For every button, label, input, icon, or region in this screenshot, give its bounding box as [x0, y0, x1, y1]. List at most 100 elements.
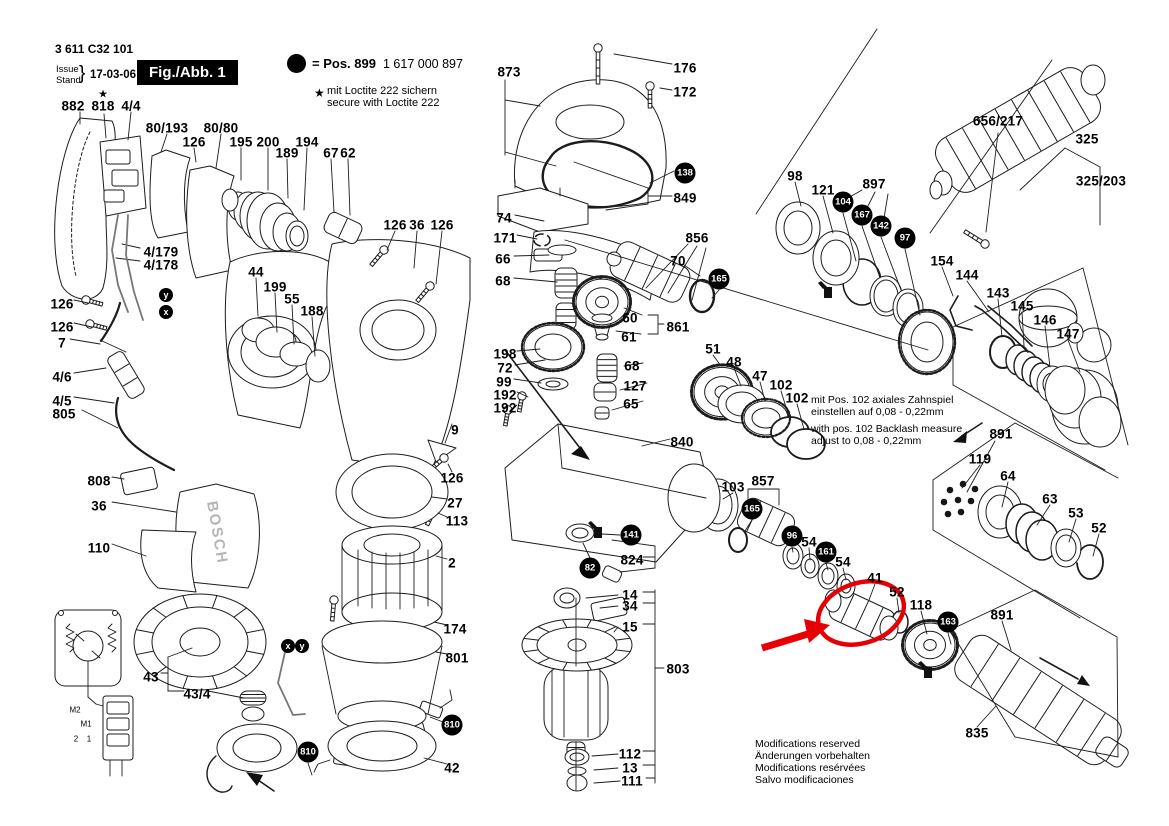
pos-badge-165: 165: [708, 268, 730, 290]
part-label-111: 111: [621, 773, 643, 789]
pos-badge-104: 104: [832, 191, 854, 213]
pos-legend-dot-icon: [287, 54, 306, 73]
pos-badge-82: 82: [579, 557, 601, 579]
part-label-126: 126: [182, 134, 206, 150]
part-label-80-193: 80/193: [145, 120, 189, 136]
part-label-70: 70: [670, 253, 686, 269]
part-label-801: 801: [445, 650, 469, 666]
part-label-171: 171: [493, 230, 517, 246]
part-label-897: 897: [862, 176, 886, 192]
part-label-63: 63: [1042, 491, 1058, 507]
stand-label: Stand: [56, 75, 81, 86]
part-label-195: 195: [229, 134, 253, 150]
wiring-label-2: 2: [73, 734, 79, 744]
part-label-41: 41: [867, 570, 883, 586]
issue-brace: }: [79, 63, 86, 84]
part-label-126: 126: [440, 470, 464, 486]
part-label-146: 146: [1033, 312, 1057, 328]
part-label-9: 9: [451, 422, 459, 438]
ref-badge-y: y: [295, 639, 309, 653]
part-label-51: 51: [705, 341, 721, 357]
pos-badge-141: 141: [620, 524, 642, 546]
part-label-147: 147: [1056, 326, 1080, 342]
part-label-27: 27: [447, 495, 463, 511]
issue-label: Issue: [56, 64, 79, 75]
doc-number: 3 611 C32 101: [55, 42, 134, 56]
part-label-48: 48: [726, 354, 742, 370]
part-label-7: 7: [58, 335, 66, 351]
figure-badge: Fig./Abb. 1: [137, 60, 238, 85]
pos-badge-142: 142: [870, 215, 892, 237]
part-label-4-4: 4/4: [121, 98, 141, 114]
part-label-118: 118: [909, 597, 933, 613]
part-label-74: 74: [496, 210, 512, 226]
issue-date: 17-03-06: [90, 69, 137, 81]
part-label-65: 65: [623, 396, 639, 412]
part-label-68: 68: [624, 358, 640, 374]
pos-badge-167: 167: [851, 204, 873, 226]
part-label-42: 42: [444, 760, 460, 776]
grease-icon: [588, 521, 602, 538]
part-label-55: 55: [284, 291, 300, 307]
wiring-label-M1: M1: [80, 719, 92, 729]
part-label-60: 60: [622, 310, 638, 326]
part-label-4-6: 4/6: [52, 369, 72, 385]
part-label-72: 72: [497, 360, 513, 376]
ref-badge-x: x: [281, 639, 295, 653]
part-label-174: 174: [443, 621, 467, 637]
part-label-102: 102: [769, 377, 793, 393]
part-label-143: 143: [986, 285, 1010, 301]
loctite-note: mit Loctite 222 sichern secure with Loct…: [327, 85, 440, 109]
part-label-44: 44: [248, 264, 264, 280]
part-label-882: 882: [61, 98, 85, 114]
part-label-325-203: 325/203: [1075, 173, 1127, 189]
pos-legend-equals: = Pos. 899: [312, 56, 376, 71]
part-label-192: 192: [493, 400, 517, 416]
pos-badge-165: 165: [741, 498, 763, 520]
part-label-62: 62: [340, 145, 356, 161]
part-label-176: 176: [673, 60, 697, 76]
grease-icon: [918, 661, 932, 678]
loctite-star-icon: ★: [98, 88, 108, 101]
part-label-102: 102: [785, 390, 809, 406]
part-label-861: 861: [666, 319, 690, 335]
wiring-label-M2: M2: [69, 705, 81, 715]
part-label-47: 47: [752, 368, 768, 384]
part-label-99: 99: [496, 374, 512, 390]
pos-badge-810: 810: [441, 714, 463, 736]
part-label-818: 818: [91, 98, 115, 114]
part-label-36: 36: [409, 217, 425, 233]
part-label-891: 891: [990, 607, 1014, 623]
highlight-arrow-head: [804, 619, 830, 643]
part-label-873: 873: [497, 64, 521, 80]
part-label-110: 110: [87, 540, 111, 556]
part-label-199: 199: [263, 279, 287, 295]
part-label-34: 34: [622, 598, 638, 614]
part-label-803: 803: [666, 661, 690, 677]
grease-icon: [818, 281, 832, 298]
part-label-4-179: 4/179: [143, 244, 179, 260]
part-label-4-178: 4/178: [143, 257, 179, 273]
part-label-192: 192: [493, 387, 517, 403]
wiring-label-1: 1: [86, 734, 92, 744]
part-label-840: 840: [670, 434, 694, 450]
part-label-145: 145: [1010, 298, 1034, 314]
part-label-66: 66: [495, 251, 511, 267]
part-label-189: 189: [275, 145, 299, 161]
part-label-200: 200: [256, 134, 280, 150]
part-label-112: 112: [618, 746, 642, 762]
modifications-note: Modifications reserved Änderungen vorbeh…: [755, 738, 871, 786]
part-label-805: 805: [52, 406, 76, 422]
part-label-198: 198: [493, 346, 517, 362]
part-label-808: 808: [87, 473, 111, 489]
part-label-891: 891: [989, 426, 1013, 442]
pos-badge-161: 161: [815, 541, 837, 563]
part-label-54: 54: [835, 554, 851, 570]
part-label-194: 194: [295, 134, 319, 150]
pos-badge-96: 96: [781, 525, 803, 547]
part-label-14: 14: [622, 587, 638, 603]
part-label-126: 126: [430, 217, 454, 233]
part-label-43: 43: [143, 669, 159, 685]
